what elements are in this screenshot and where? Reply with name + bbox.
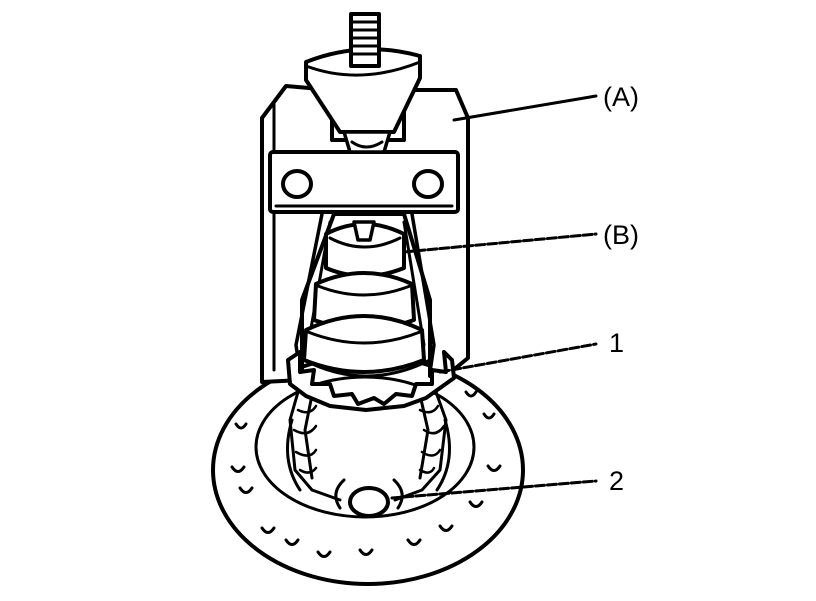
label-part-2: 2: [609, 466, 624, 496]
bearing-part-1: [286, 350, 456, 412]
pinion-shaft-hole: [334, 478, 404, 518]
differential-flange: [211, 354, 525, 586]
differential-case: [286, 390, 451, 502]
label-tool-b: (B): [603, 220, 639, 250]
label-tool-a: (A): [603, 82, 639, 112]
leader-lines: [390, 94, 598, 500]
label-part-1: 1: [609, 328, 624, 358]
flange-bolt-holes: [230, 390, 502, 558]
puller-tool-a: [260, 12, 470, 384]
bearing-installer-b: [302, 220, 426, 374]
